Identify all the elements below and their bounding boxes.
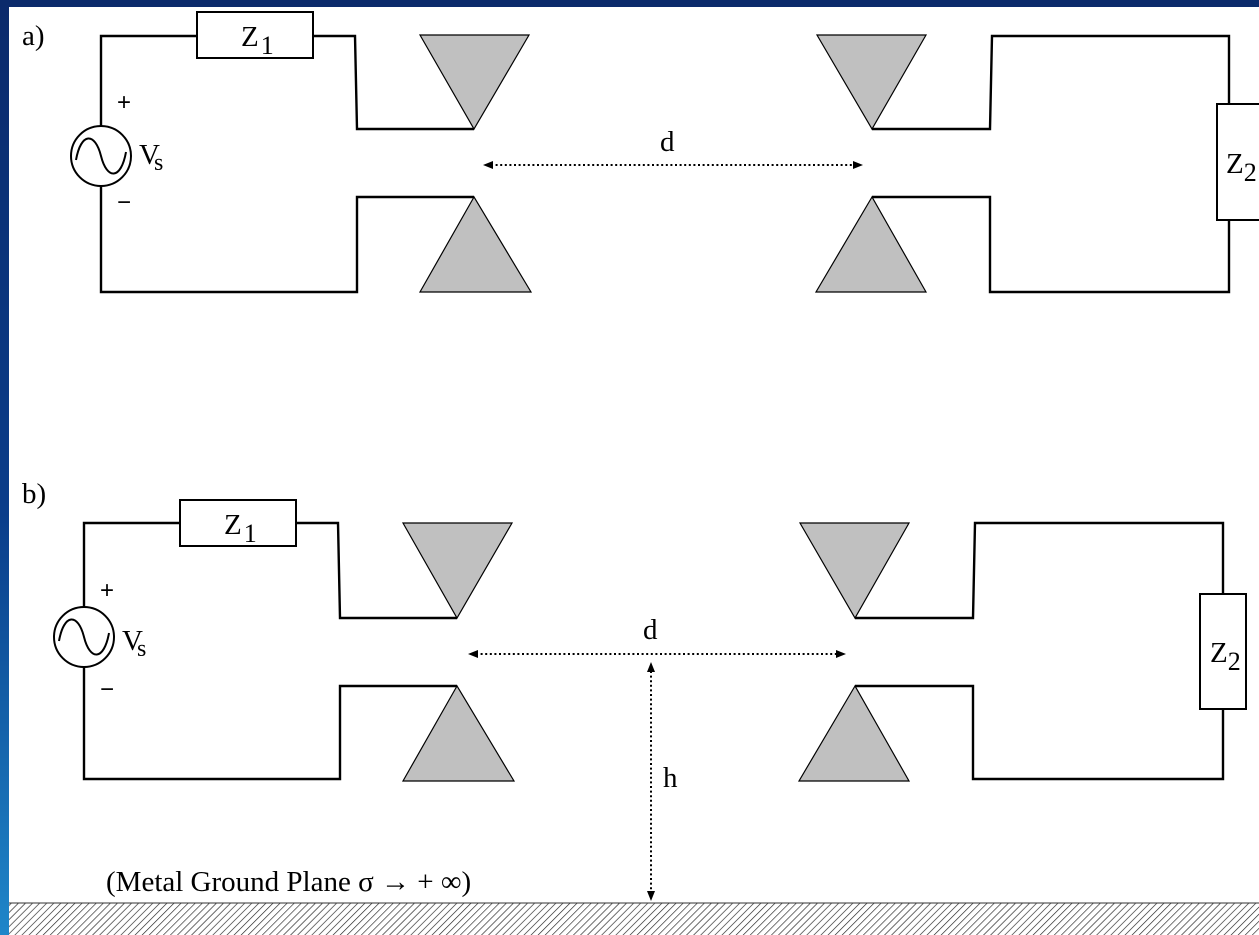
panel-b-z2-impedance xyxy=(1199,593,1247,710)
panel-b-left-bottom-wire xyxy=(82,661,457,781)
panel-a-distance-label: d xyxy=(660,126,675,158)
panel-a-z2-label: Z xyxy=(1226,148,1244,180)
panel-b-source-subscript: s xyxy=(137,636,146,662)
panel-a-arrowhead-left-icon xyxy=(483,161,493,169)
panel-a-right-lower-antenna xyxy=(814,195,928,293)
panel-b-left-upper-antenna xyxy=(401,522,514,620)
svg-text:Z1: Z1 xyxy=(224,509,257,548)
panel-b-right-upper-antenna xyxy=(798,522,911,620)
panel-a-z2-subscript: 2 xyxy=(1244,158,1257,187)
panel-b-right-lower-antenna xyxy=(797,684,911,782)
svg-text:Z2: Z2 xyxy=(1226,148,1257,187)
panel-b-arrowhead-left-icon xyxy=(468,650,478,658)
panel-a-left-top-wire xyxy=(99,34,197,135)
panel-b-z1-to-antenna-wire xyxy=(296,521,457,620)
svg-text:Z1: Z1 xyxy=(241,21,274,60)
panel-a-right-top-wire xyxy=(872,34,1231,131)
panel-b-left-top-wire xyxy=(82,521,180,613)
panel-b-z2-label: Z xyxy=(1210,637,1228,669)
ground-plane-label: (Metal Ground Plane σ → + ∞) xyxy=(106,866,471,898)
panel-a-z1-impedance xyxy=(196,11,314,59)
panel-a: a) Z1 + − Vs d Z2 xyxy=(22,11,1259,294)
slide: a) Z1 + − Vs d Z2 b) xyxy=(9,7,1259,935)
panel-b-distance-label: d xyxy=(643,614,658,646)
panel-a-voltage-source xyxy=(70,125,132,187)
panel-a-source-subscript: s xyxy=(154,150,163,176)
panel-a-minus-sign: − xyxy=(117,189,131,216)
panel-b-minus-sign: − xyxy=(100,676,114,703)
panel-a-z1-subscript: 1 xyxy=(261,31,274,60)
panel-b-left-lower-antenna xyxy=(401,684,516,782)
antenna-circuit-diagram: a) Z1 + − Vs d Z2 b) xyxy=(9,11,1259,935)
panel-a-right-bottom-wire xyxy=(872,195,1231,294)
panel-b-plus-sign: + xyxy=(100,577,114,604)
panel-b-sine-wave-icon xyxy=(58,618,110,656)
panel-a-plus-sign: + xyxy=(117,89,131,116)
panel-b-arrowhead-right-icon xyxy=(836,650,846,658)
panel-b-right-bottom-wire xyxy=(855,684,1225,781)
panel-a-sine-wave-icon xyxy=(75,137,127,175)
panel-b-right-top-wire xyxy=(855,521,1225,620)
panel-b-z2-subscript: 2 xyxy=(1228,647,1241,676)
panel-b-z1-subscript: 1 xyxy=(244,519,257,548)
panel-a-arrowhead-right-icon xyxy=(853,161,863,169)
panel-a-left-upper-antenna xyxy=(418,34,531,131)
panel-a-right-upper-antenna xyxy=(815,34,928,131)
panel-a-label: a) xyxy=(22,20,45,52)
panel-a-z2-impedance xyxy=(1216,103,1259,221)
panel-a-z1-to-antenna-wire xyxy=(313,34,474,131)
panel-b: b) Z1 + − Vs d h xyxy=(9,478,1259,935)
panel-a-left-lower-antenna xyxy=(418,195,533,293)
panel-b-label: b) xyxy=(22,478,46,510)
metal-ground-plane xyxy=(9,903,1259,935)
panel-b-z1-label: Z xyxy=(224,509,242,541)
panel-a-left-bottom-wire xyxy=(99,181,474,294)
panel-b-arrowhead-up-icon xyxy=(647,662,655,672)
panel-b-source-label: V xyxy=(122,625,143,657)
panel-b-arrowhead-down-icon xyxy=(647,891,655,901)
panel-a-source-label: V xyxy=(139,139,160,171)
svg-text:Vs: Vs xyxy=(139,139,163,176)
svg-text:Z2: Z2 xyxy=(1210,637,1241,676)
panel-b-height-label: h xyxy=(663,762,678,794)
panel-b-voltage-source xyxy=(53,606,115,668)
panel-a-z1-label: Z xyxy=(241,21,259,53)
svg-text:Vs: Vs xyxy=(122,625,146,662)
panel-b-z1-impedance xyxy=(179,499,297,547)
